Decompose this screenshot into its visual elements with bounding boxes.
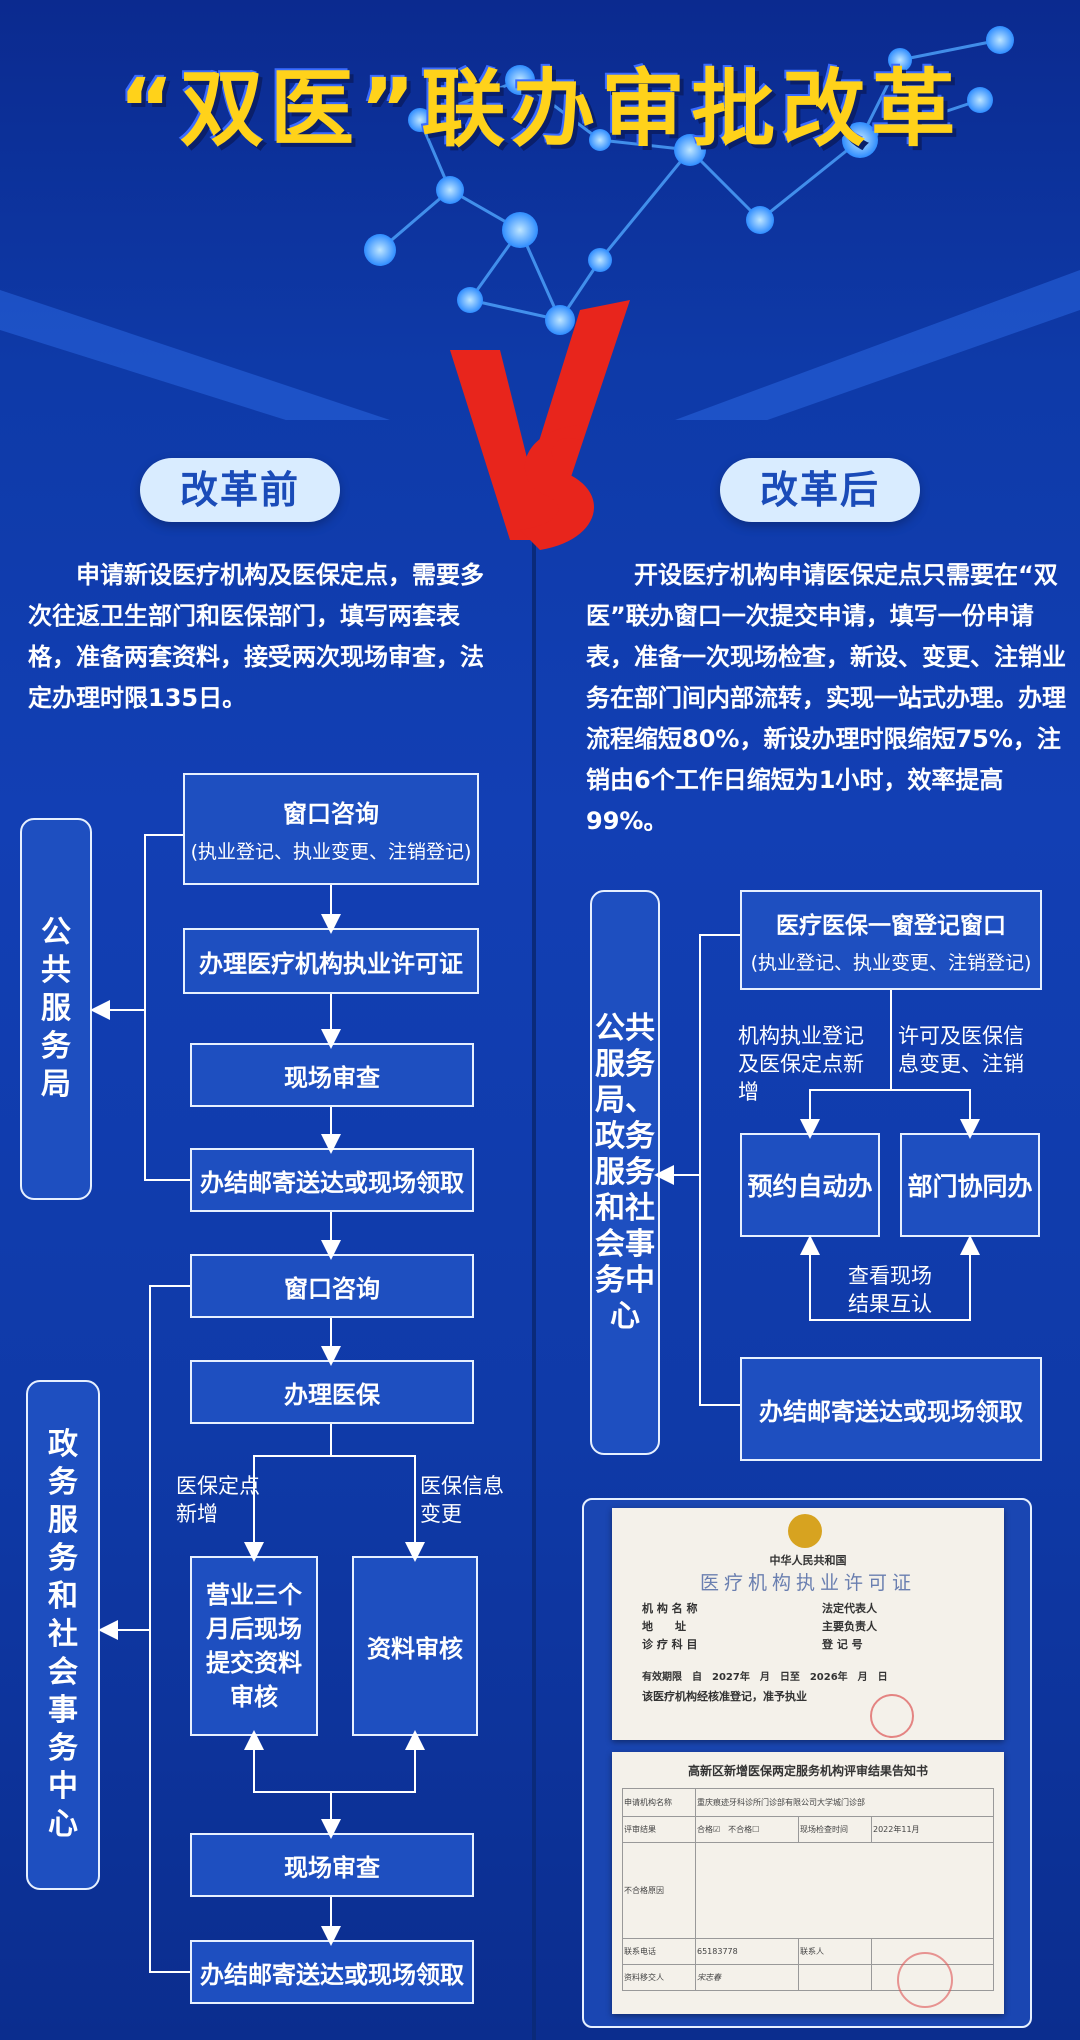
notice-title: 高新区新增医保两定服务机构评审结果告知书: [687, 1764, 928, 1778]
after-flow-right-box: 部门协同办: [900, 1133, 1040, 1237]
after-agency: 公共服务局、政务服务和社会事务中心: [590, 890, 660, 1455]
before-agency-2: 政务服务和社会事务中心: [26, 1380, 100, 1890]
after-flow-step1: 医疗医保一窗登记窗口 (执业登记、执业变更、注销登记): [740, 890, 1042, 990]
notice-cell: 申请机构名称: [622, 1788, 696, 1817]
notice-cell: 资料移交人: [622, 1964, 696, 1991]
before-flow1-step4: 办结邮寄送达或现场领取: [190, 1148, 474, 1212]
before-flow2-step2: 办理医保: [190, 1360, 474, 1424]
before-flow2-branch-left: 医保定点新增: [176, 1474, 260, 1526]
before-flow1-step1: 窗口咨询 (执业登记、执业变更、注销登记): [183, 773, 479, 885]
tech-network-background: [0, 26, 1080, 420]
after-label: 改革后: [720, 458, 920, 522]
before-label: 改革前: [140, 458, 340, 522]
notice-cell: [695, 1842, 994, 1939]
after-flow-step4: 办结邮寄送达或现场领取: [740, 1357, 1042, 1461]
notice-cell: 65183778: [695, 1938, 799, 1965]
after-flow-step1-title: 医疗医保一窗登记窗口: [776, 912, 1006, 939]
before-flow2-step4: 办结邮寄送达或现场领取: [190, 1940, 474, 2004]
certificate-row-reg-no: 登 记 号: [822, 1638, 863, 1651]
notice-cell: 评审结果: [622, 1816, 696, 1843]
certificate-row-address: 地 址: [642, 1620, 686, 1633]
center-divider: [532, 470, 536, 2040]
notice-cell: 2022年11月: [871, 1816, 994, 1843]
after-flow-mutual: 查看现场结果互认: [848, 1264, 932, 1316]
poster-title: “双医”联办审批改革: [118, 60, 962, 158]
certificate-row-name: 机 构 名 称: [642, 1602, 698, 1615]
notice-cell: [798, 1964, 872, 1991]
national-emblem-icon: [788, 1514, 822, 1548]
certificate-right-rows: 法定代表人 主要负责人 登 记 号: [822, 1600, 902, 1654]
review-notice: 高新区新增医保两定服务机构评审结果告知书 申请机构名称重庆痕迹牙科诊所门诊部有限…: [612, 1752, 1004, 2014]
notice-table: 申请机构名称重庆痕迹牙科诊所门诊部有限公司大学城门诊部 评审结果合格☑ 不合格☐…: [622, 1788, 994, 1991]
before-flow2-step1: 窗口咨询: [190, 1254, 474, 1318]
after-description: 开设医疗机构申请医保定点只需要在“双医”联办窗口一次提交申请，填写一份申请表，准…: [586, 561, 1066, 835]
before-flow1-step2: 办理医疗机构执业许可证: [183, 928, 479, 994]
before-flow1-step1-sub: (执业登记、执业变更、注销登记): [190, 841, 472, 863]
certificate-rows: 机 构 名 称 地 址 诊 疗 科 目: [642, 1600, 722, 1654]
before-description: 申请新设医疗机构及医保定点，需要多次往返卫生部门和医保部门，填写两套表格，准备两…: [28, 561, 484, 712]
certificate-title: 医疗机构执业许可证: [699, 1572, 916, 1594]
before-flow2-left-box: 营业三个月后现场提交资料审核: [190, 1556, 318, 1736]
notice-cell: 联系人: [798, 1938, 872, 1965]
certificate-row-principal: 主要负责人: [822, 1620, 877, 1633]
before-flow1-step1-title: 窗口咨询: [283, 800, 379, 828]
before-flow2-step3: 现场审查: [190, 1833, 474, 1897]
after-flow-branch-right: 许可及医保信息变更、注销: [898, 1024, 1024, 1076]
vs-emblem: VS: [450, 300, 630, 550]
before-flow2-branch-right: 医保信息变更: [420, 1474, 504, 1526]
certificate-header: 中华人民共和国: [769, 1554, 847, 1567]
notice-cell: 宋志春: [695, 1964, 799, 1991]
notice-cell: 重庆痕迹牙科诊所门诊部有限公司大学城门诊部: [695, 1788, 994, 1817]
license-certificate: 中华人民共和国 医疗机构执业许可证 机 构 名 称 地 址 诊 疗 科 目 法定…: [612, 1508, 1004, 1740]
certificate-row-subjects: 诊 疗 科 目: [642, 1638, 698, 1651]
notice-seal-icon: [897, 1952, 953, 2008]
notice-cell: 不合格原因: [622, 1842, 696, 1939]
certificate-validity: 有效期限 自 2027年 月 日至 2026年 月 日: [642, 1672, 888, 1683]
after-flow-branch-left: 机构执业登记及医保定点新增: [738, 1024, 864, 1104]
after-flow-step1-sub: (执业登记、执业变更、注销登记): [750, 951, 1032, 974]
certificate-row-legal-rep: 法定代表人: [822, 1602, 877, 1615]
certificate-seal-icon: [870, 1694, 914, 1738]
certificate-approval: 该医疗机构经核准登记，准予执业: [642, 1690, 807, 1703]
